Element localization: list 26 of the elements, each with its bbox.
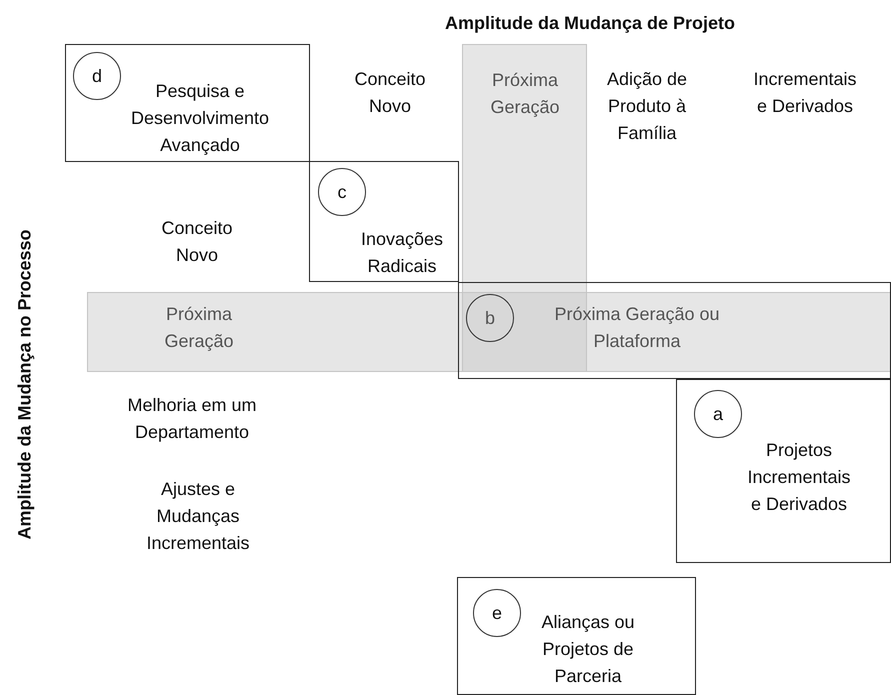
box-text: Inovações Radicais <box>360 228 444 278</box>
outlined-box <box>676 379 891 563</box>
letter-circle: e <box>473 589 521 637</box>
shaded-band <box>87 292 891 372</box>
category-label: Conceito Novo <box>160 217 234 267</box>
category-label: Incrementais e Derivados <box>752 68 858 118</box>
axis-title: Amplitude da Mudança no Processo <box>14 228 36 542</box>
outlined-box <box>309 161 459 282</box>
letter-circle: a <box>694 390 742 438</box>
box-text: Próxima Geração ou Plataforma <box>553 303 721 353</box>
outlined-box <box>65 44 310 162</box>
box-text: Pesquisa e Desenvolvimento Avançado <box>130 80 270 157</box>
box-text: Alianças ou Projetos de Parceria <box>540 611 636 688</box>
letter-circle: c <box>318 168 366 216</box>
box-text: Projetos Incrementais e Derivados <box>746 439 852 516</box>
category-label: Adição de Produto à Família <box>606 68 688 145</box>
category-label: Ajustes e Mudanças Incrementais <box>145 478 251 555</box>
letter-circle: d <box>73 52 121 100</box>
category-label: Melhoria em um Departamento <box>126 394 258 444</box>
letter-circle: b <box>466 294 514 342</box>
box-text: Próxima Geração <box>163 303 235 353</box>
axis-title: Amplitude da Mudança de Projeto <box>444 12 736 35</box>
outlined-box <box>457 577 696 695</box>
box-text: Próxima Geração <box>489 69 561 119</box>
outlined-box <box>458 282 891 379</box>
category-label: Conceito Novo <box>353 68 427 118</box>
